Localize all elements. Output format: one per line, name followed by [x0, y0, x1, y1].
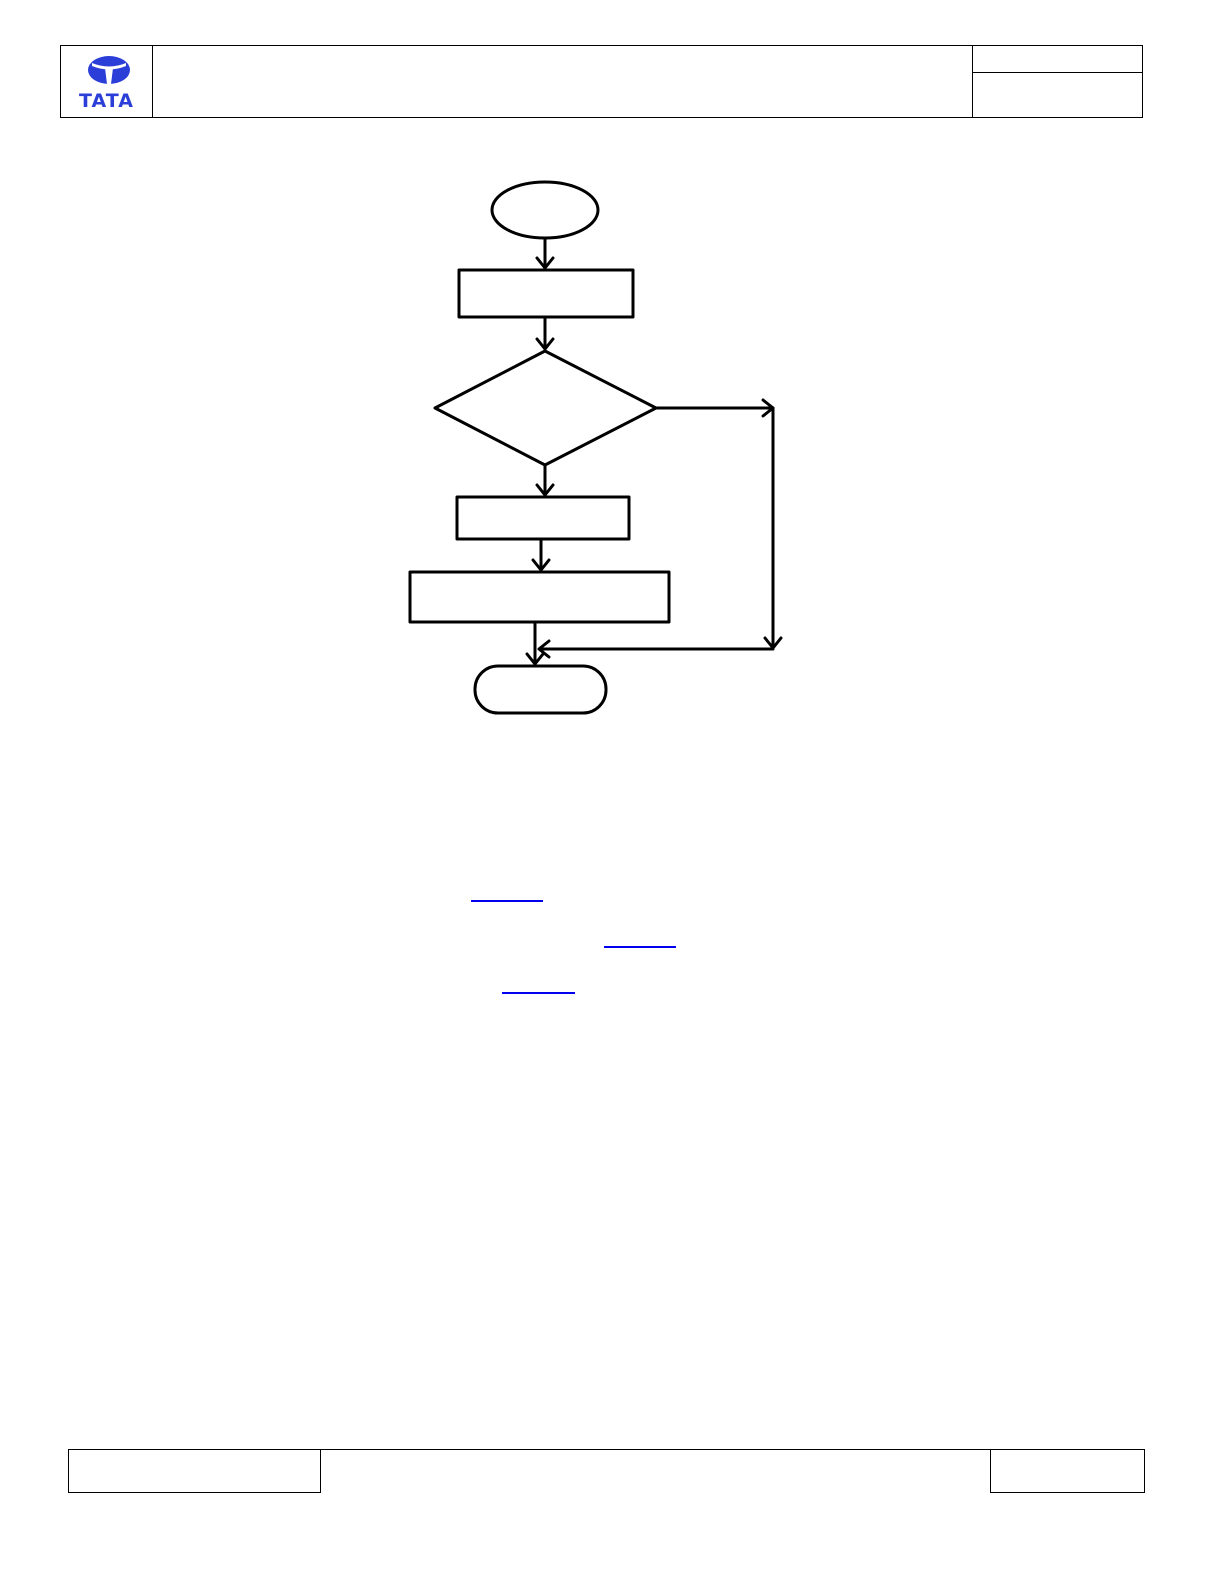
- footer-page-cell: [990, 1449, 1145, 1493]
- process-step-1: [457, 268, 635, 319]
- arrow-step3-to-end: [525, 620, 545, 666]
- document-header: TATA: [60, 45, 1143, 118]
- arrow-decision-to-step2: [535, 463, 555, 497]
- arrow-decision-right: [654, 398, 775, 418]
- header-docref-cell: [973, 46, 1142, 73]
- logo-wordmark: TATA: [79, 90, 134, 112]
- start-node: [490, 180, 600, 240]
- reference-link-1[interactable]: [471, 882, 543, 902]
- document-footer: [68, 1449, 1145, 1493]
- arrow-bypass-down: [763, 406, 783, 650]
- footer-divider: [320, 1449, 991, 1450]
- arrow-bypass-to-end: [537, 639, 775, 659]
- end-node: [473, 664, 608, 715]
- arrow-step2-to-step3: [531, 537, 551, 572]
- arrow-step1-to-decision: [535, 315, 555, 351]
- footer-left-cell: [68, 1449, 321, 1493]
- decision-node: [433, 349, 658, 467]
- process-step-3: [408, 570, 671, 624]
- reference-link-2[interactable]: [604, 928, 676, 948]
- process-flowchart: [408, 180, 783, 715]
- footer-center-text: [320, 1453, 991, 1489]
- arrow-start-to-step1: [535, 236, 555, 270]
- reference-link-3[interactable]: [502, 974, 575, 994]
- tata-logo-icon: [88, 56, 130, 84]
- header-title-cell: [153, 46, 973, 117]
- process-step-2: [455, 495, 631, 541]
- logo-cell: TATA: [61, 46, 153, 117]
